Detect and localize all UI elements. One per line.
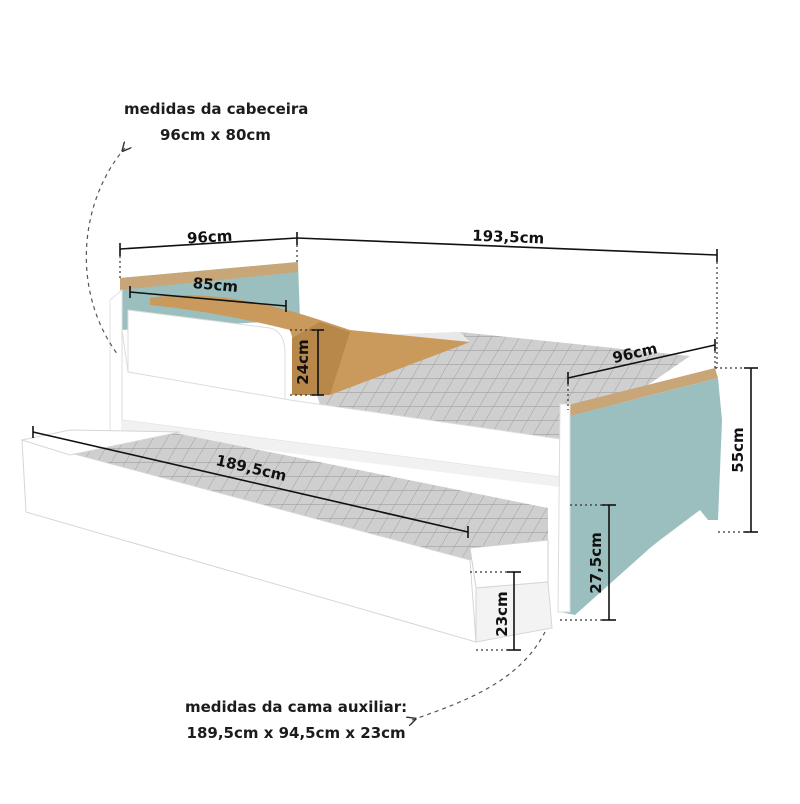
headboard-leader-line	[85, 148, 125, 356]
trundle-note-value: 189,5cm x 94,5cm x 23cm	[186, 724, 406, 743]
headboard-note-value: 96cm x 80cm	[160, 126, 271, 145]
extension-lines	[119, 245, 751, 651]
headboard-measurements-note: medidas da cabeceira 96cm x 80cm	[124, 96, 308, 149]
label-bed-length: 193,5cm	[472, 227, 545, 248]
trundle-measurements-note: medidas da cama auxiliar: 189,5cm x 94,5…	[185, 694, 407, 747]
blanket	[150, 295, 470, 395]
label-guard-width: 85cm	[192, 274, 239, 296]
dimension-lines	[32, 232, 758, 651]
footboard	[557, 368, 722, 615]
label-trundle-height: 23cm	[493, 591, 511, 636]
trundle-bed	[20, 429, 553, 643]
label-trundle-clearance: 27,5cm	[587, 532, 605, 594]
label-headboard-width: 96cm	[186, 227, 232, 248]
label-bed-height: 55cm	[729, 427, 747, 472]
trundle-note-title: medidas da cama auxiliar:	[185, 698, 408, 716]
guard-rail	[127, 309, 286, 401]
trundle-leader-line	[412, 631, 546, 720]
headboard-note-title: medidas da cabeceira	[124, 100, 309, 118]
label-guard-height: 24cm	[294, 339, 312, 384]
